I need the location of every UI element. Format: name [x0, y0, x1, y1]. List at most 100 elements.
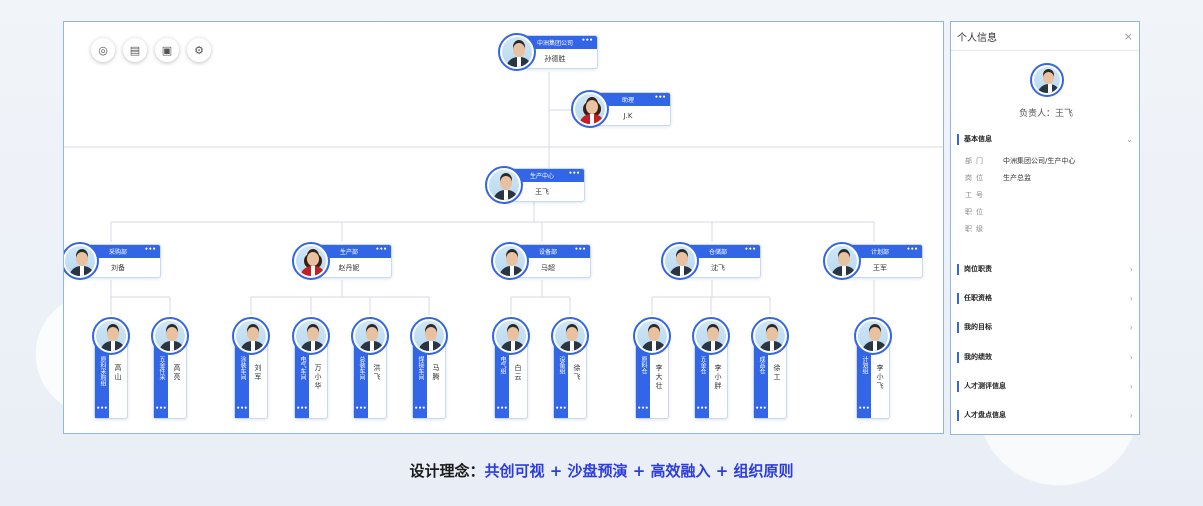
more-icon[interactable]: ••• — [744, 246, 756, 253]
more-icon[interactable]: ••• — [296, 405, 308, 412]
more-icon[interactable]: ••• — [637, 405, 649, 412]
more-icon[interactable]: ••• — [568, 170, 580, 177]
member-role: 计划组 — [861, 356, 868, 374]
member-name: 李大壮 — [655, 364, 663, 391]
org-node-member[interactable]: 焊接车间••• 马腾 — [410, 317, 448, 419]
member-name: 高山 — [114, 364, 122, 382]
section-label: 基本信息 — [957, 133, 992, 145]
org-node-member[interactable]: 成品仓••• 徐工 — [751, 317, 789, 419]
org-node-member[interactable]: 原料采购组••• 高山 — [92, 317, 130, 419]
avatar — [491, 242, 529, 280]
section-job-duties[interactable]: 岗位职责 › — [957, 262, 1133, 276]
slogan-highlight: 共创可视 + 沙盘预演 + 高效融入 + 组织原则 — [484, 462, 794, 480]
more-icon[interactable]: ••• — [355, 405, 367, 412]
more-icon[interactable]: ••• — [858, 405, 870, 412]
org-node-member[interactable]: 五金仓••• 李小胖 — [692, 317, 730, 419]
more-icon[interactable]: ••• — [581, 37, 593, 44]
node-name: 刘备 — [111, 264, 125, 272]
section-talent-review[interactable]: 人才盘点信息 › — [957, 408, 1133, 422]
more-icon[interactable]: ••• — [96, 405, 108, 412]
more-icon[interactable]: ••• — [236, 405, 248, 412]
org-node-member[interactable]: 五金件采••• 高亮 — [151, 317, 189, 419]
export-icon[interactable]: ▤ — [123, 38, 147, 62]
fit-icon[interactable]: ▣ — [155, 38, 179, 62]
node-name: 王飞 — [535, 188, 549, 196]
org-node-member[interactable]: 原料仓••• 李大壮 — [633, 317, 671, 419]
more-icon[interactable]: ••• — [696, 405, 708, 412]
org-chart-canvas[interactable]: ◎ ▤ ▣ ⚙ 中洲集团公司••• 孙德胜 助理••• J.K 生产中心 ••• … — [63, 21, 944, 434]
more-icon[interactable]: ••• — [906, 246, 918, 253]
more-icon[interactable]: ••• — [414, 405, 426, 412]
node-name: 赵丹妮 — [338, 264, 360, 272]
member-role: 电气组 — [499, 356, 506, 374]
avatar — [292, 317, 330, 355]
org-node-dept[interactable]: 设备部 ••• 马超 — [491, 242, 591, 280]
more-icon[interactable]: ••• — [555, 405, 567, 412]
chart-toolbar: ◎ ▤ ▣ ⚙ — [91, 38, 211, 62]
camera-icon[interactable]: ◎ — [91, 38, 115, 62]
more-icon[interactable]: ••• — [574, 246, 586, 253]
section-performance[interactable]: 我的绩效 › — [957, 350, 1133, 364]
chevron-right-icon: › — [1129, 293, 1133, 303]
more-icon[interactable]: ••• — [144, 246, 156, 253]
org-node-assistant[interactable]: 助理••• J.K — [571, 90, 671, 128]
avatar — [823, 242, 861, 280]
avatar — [410, 317, 448, 355]
more-icon[interactable]: ••• — [654, 94, 666, 101]
node-name: 沈飞 — [711, 264, 725, 272]
avatar — [854, 317, 892, 355]
avatar — [64, 242, 99, 280]
info-key: 部门 — [965, 157, 987, 165]
node-dept: 设备部 — [538, 249, 557, 256]
member-name: 徐工 — [773, 364, 781, 382]
connector-lines — [64, 72, 943, 315]
panel-header: 个人信息 × — [951, 22, 1139, 51]
org-node-member[interactable]: 设备组••• 徐飞 — [551, 317, 589, 419]
org-node-dept[interactable]: 计划部••• 王军 — [823, 242, 923, 280]
info-value: 生产总监 — [1003, 174, 1031, 182]
section-qualifications[interactable]: 任职资格 › — [957, 291, 1133, 305]
org-node-member[interactable]: 电气组••• 白云 — [492, 317, 530, 419]
close-icon[interactable]: × — [1123, 29, 1133, 43]
node-dept: 生产部 — [339, 249, 358, 256]
org-node-dept[interactable]: 采购部••• 刘备 — [64, 242, 161, 280]
node-dept: 生产中心 — [529, 173, 554, 180]
avatar — [692, 317, 730, 355]
org-node-member[interactable]: 涂装车间••• 刘军 — [232, 317, 270, 419]
info-key: 工号 — [965, 191, 987, 199]
node-name: 孙德胜 — [544, 55, 566, 63]
chevron-down-icon: ⌄ — [1126, 134, 1133, 144]
org-node-dept[interactable]: 仓储部 ••• 沈飞 — [661, 242, 761, 280]
info-row: 岗位生产总监 — [965, 173, 1075, 190]
section-basic-info[interactable]: 基本信息 ⌄ — [957, 132, 1133, 146]
node-dept: 仓储部 — [708, 249, 727, 256]
avatar — [485, 166, 523, 204]
section-goals[interactable]: 我的目标 › — [957, 320, 1133, 334]
member-name: 徐飞 — [573, 364, 581, 382]
avatar — [151, 317, 189, 355]
avatar — [498, 33, 536, 71]
more-icon[interactable]: ••• — [155, 405, 167, 412]
node-dept: 计划部 — [870, 249, 889, 256]
chevron-right-icon: › — [1129, 410, 1133, 420]
more-icon[interactable]: ••• — [496, 405, 508, 412]
member-role: 五金仓 — [699, 356, 706, 374]
more-icon[interactable]: ••• — [375, 246, 387, 253]
org-node-dept[interactable]: 生产部 ••• 赵丹妮 — [292, 242, 392, 280]
org-node-member[interactable]: 总装车间••• 洪飞 — [351, 317, 389, 419]
slogan: 设计理念：共创可视 + 沙盘预演 + 高效融入 + 组织原则 — [0, 460, 1203, 481]
avatar — [751, 317, 789, 355]
more-icon[interactable]: ••• — [755, 405, 767, 412]
org-node-member[interactable]: 电气车间••• 万小华 — [292, 317, 330, 419]
org-node-root[interactable]: 中洲集团公司••• 孙德胜 — [498, 33, 598, 71]
section-assessment[interactable]: 人才测评信息 › — [957, 379, 1133, 393]
org-node-center[interactable]: 生产中心 ••• 王飞 — [485, 166, 585, 204]
node-name: 马超 — [541, 264, 555, 272]
settings-icon[interactable]: ⚙ — [187, 38, 211, 62]
chevron-right-icon: › — [1129, 352, 1133, 362]
member-role: 总装车间 — [358, 356, 365, 380]
avatar — [1030, 63, 1064, 97]
org-node-member[interactable]: 计划组••• 李小飞 — [854, 317, 892, 419]
chevron-right-icon: › — [1129, 322, 1133, 332]
avatar — [232, 317, 270, 355]
